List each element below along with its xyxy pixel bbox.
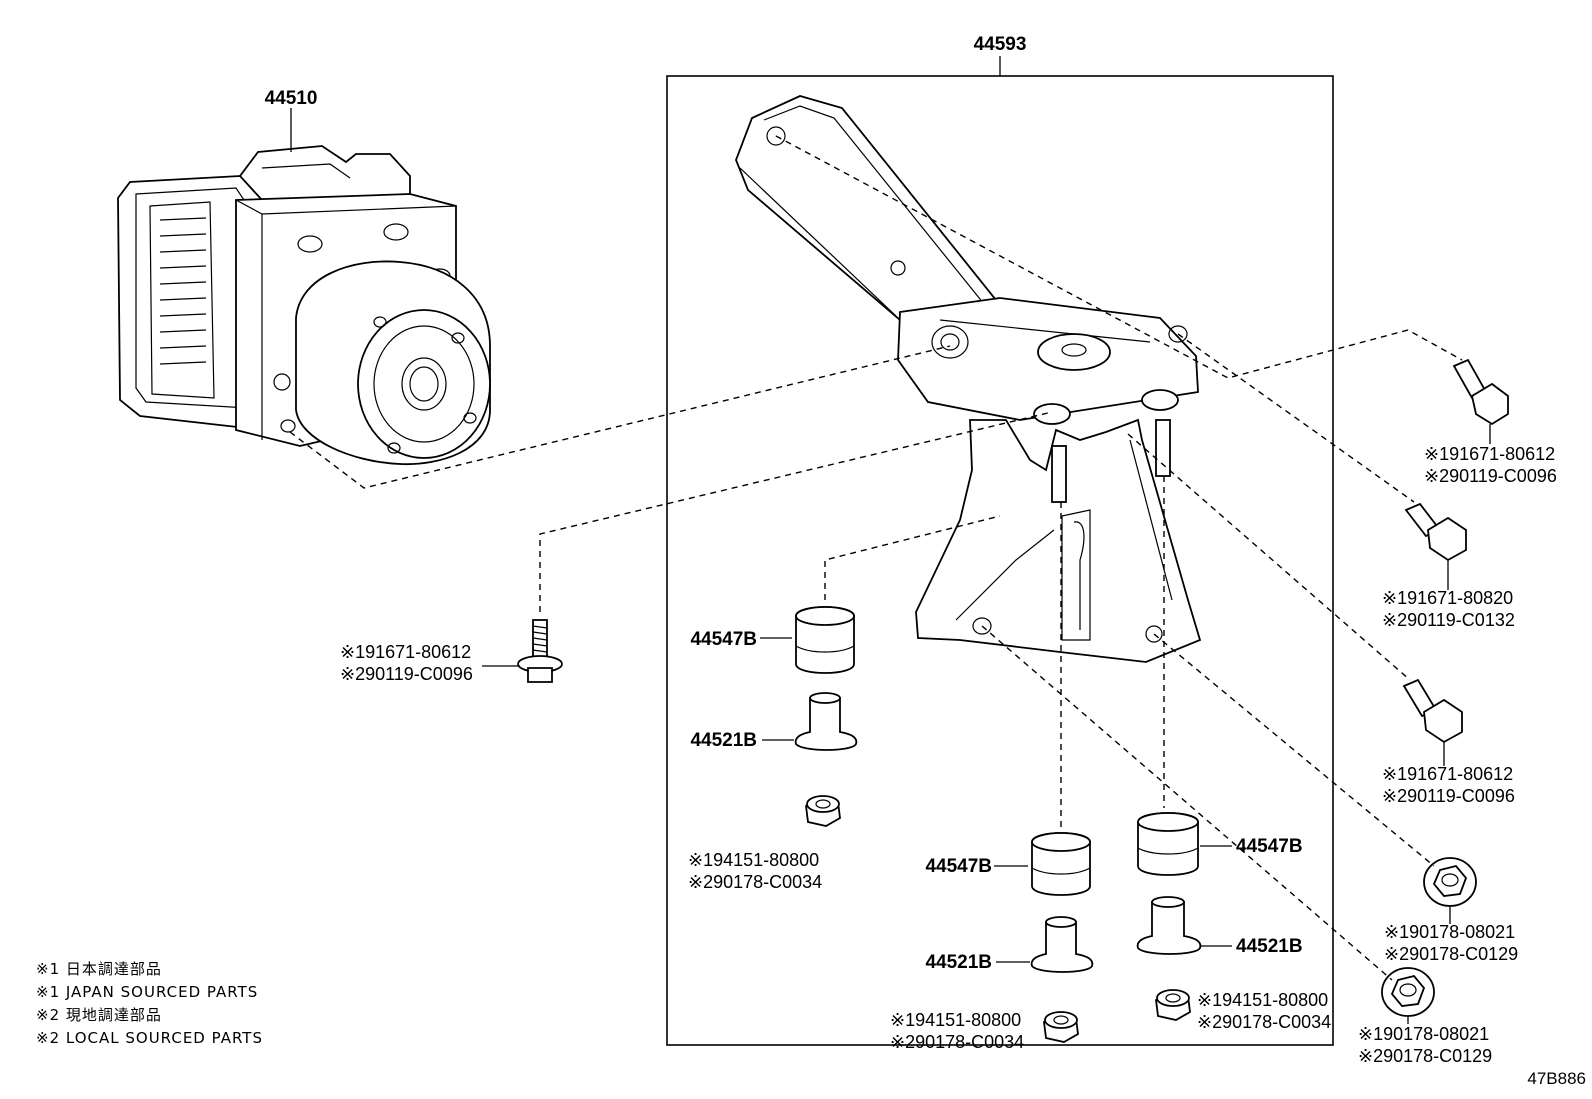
- cushion-right-label: 44547B: [1236, 836, 1303, 857]
- assembly-lines: [289, 135, 1463, 981]
- note-2: ※1 JAPAN SOURCED PARTS: [36, 983, 258, 1001]
- nut-right-line2: ※290178-C0034: [1197, 1012, 1331, 1032]
- legend-notes: ※1 日本調達部品 ※1 JAPAN SOURCED PARTS ※2 現地調達…: [36, 960, 263, 1047]
- nut-left-line2: ※290178-C0034: [688, 872, 822, 892]
- collar-right-label: 44521B: [1236, 936, 1303, 957]
- bolt-r2-line1: ※191671-80820: [1382, 588, 1513, 608]
- collar-left-label: 44521B: [690, 730, 757, 751]
- bolt-right-2[interactable]: [1404, 502, 1467, 562]
- note-3: ※2 現地調達部品: [36, 1006, 162, 1024]
- cushion-mid-label: 44547B: [925, 856, 992, 877]
- abs-actuator[interactable]: [117, 145, 491, 466]
- nut-mid-line2: ※290178-C0034: [890, 1032, 1024, 1052]
- note-4: ※2 LOCAL SOURCED PARTS: [36, 1029, 263, 1047]
- figure-code: 47B886: [1527, 1069, 1586, 1088]
- cushion-left-label: 44547B: [690, 629, 757, 650]
- nut-r1-line1: ※190178-08021: [1384, 922, 1515, 942]
- bolt-left-line2: ※290119-C0096: [340, 664, 473, 684]
- note-1: ※1 日本調達部品: [36, 960, 162, 978]
- bolt-left[interactable]: [517, 619, 563, 683]
- nut-r2-line2: ※290178-C0129: [1358, 1046, 1492, 1066]
- bolt-r1-line2: ※290119-C0096: [1424, 466, 1557, 486]
- cushion-left[interactable]: [795, 606, 855, 674]
- collar-mid[interactable]: [1030, 916, 1094, 973]
- nut-r2-line1: ※190178-08021: [1358, 1024, 1489, 1044]
- nut-right-1[interactable]: [1423, 857, 1477, 907]
- collar-right[interactable]: [1136, 896, 1202, 955]
- nut-mid-line1: ※194151-80800: [890, 1010, 1021, 1030]
- bolt-right-3[interactable]: [1402, 678, 1463, 744]
- actuator-part-number: 44510: [265, 88, 318, 109]
- cushion-mid[interactable]: [1031, 832, 1091, 896]
- nut-right-2[interactable]: [1381, 967, 1435, 1017]
- nut-right-line1: ※194151-80800: [1197, 990, 1328, 1010]
- cushion-right[interactable]: [1137, 812, 1199, 876]
- flange-nut-right[interactable]: [1155, 989, 1191, 1021]
- collar-mid-label: 44521B: [925, 952, 992, 973]
- bracket-part-number: 44593: [974, 34, 1027, 55]
- nut-left-line1: ※194151-80800: [688, 850, 819, 870]
- nut-r1-line2: ※290178-C0129: [1384, 944, 1518, 964]
- actuator-bracket[interactable]: [735, 95, 1202, 663]
- bolt-right-1[interactable]: [1452, 358, 1509, 426]
- bolt-r3-line2: ※290119-C0096: [1382, 786, 1515, 806]
- bolt-r2-line2: ※290119-C0132: [1382, 610, 1515, 630]
- collar-left[interactable]: [794, 692, 858, 751]
- flange-nut-mid[interactable]: [1043, 1011, 1079, 1043]
- bolt-left-line1: ※191671-80612: [340, 642, 471, 662]
- flange-nut-left[interactable]: [805, 795, 841, 827]
- bolt-r1-line1: ※191671-80612: [1424, 444, 1555, 464]
- bolt-r3-line1: ※191671-80612: [1382, 764, 1513, 784]
